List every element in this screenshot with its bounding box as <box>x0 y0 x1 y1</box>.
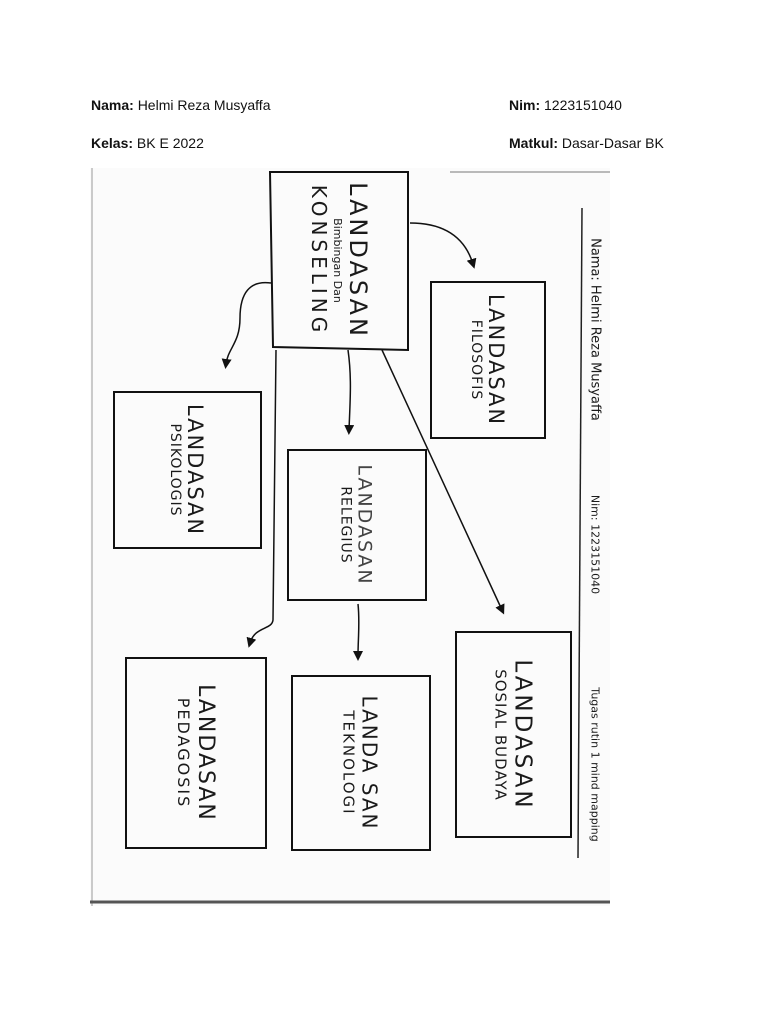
course-name: Matkul: Dasar-Dasar BK <box>509 134 664 152</box>
nim-label: Nim: <box>509 97 541 113</box>
religius-line1: LANDASAN <box>354 464 376 586</box>
center-node: LANDASAN Bimbingan Dan KONSELING <box>270 172 408 348</box>
node-religius: LANDASAN RELEGIUS <box>288 450 426 600</box>
margin-line <box>577 207 583 859</box>
pedagosis-box <box>125 657 267 849</box>
psikologis-box <box>113 391 262 549</box>
mind-map-drawing <box>90 168 610 906</box>
arrow-to-teknologi <box>353 603 364 661</box>
pedagosis-line1: LANDASAN <box>192 684 218 822</box>
psikologis-line1: LANDASAN <box>183 403 208 537</box>
filosofis-line1: LANDASAN <box>484 293 508 427</box>
pedagosis-line2: PEDAGOSIS <box>173 697 193 809</box>
margin-name: Nama: Helmi Reza Musyaffa <box>587 238 603 421</box>
arrow-to-sosial-budaya <box>381 349 505 615</box>
mind-map-scan: LANDASAN Bimbingan Dan KONSELING LANDASA… <box>90 168 610 906</box>
center-subtitle: Bimbingan Dan <box>330 217 344 303</box>
arrow-to-psikologis <box>221 281 272 369</box>
node-psikologis: LANDASAN PSIKOLOGIS <box>114 392 261 548</box>
sosial-line2: SOSIAL BUDAYA <box>491 668 510 801</box>
class-label: Kelas: <box>91 135 134 151</box>
node-teknologi: LANDA SAN TEKNOLOGI <box>292 676 430 850</box>
center-title-2: KONSELING <box>306 184 331 336</box>
node-pedagosis: LANDASAN PEDAGOSIS <box>126 658 266 848</box>
religius-line2: RELEGIUS <box>338 486 354 564</box>
student-class: Kelas: BK E 2022 <box>91 134 204 152</box>
name-value: Helmi Reza Musyaffa <box>137 97 271 113</box>
node-sosial-budaya: LANDASAN SOSIAL BUDAYA <box>456 632 571 837</box>
margin-task: Tugas rutin 1 mind mapping <box>588 687 602 842</box>
teknologi-line2: TEKNOLOGI <box>339 710 358 816</box>
course-value: Dasar-Dasar BK <box>561 135 664 151</box>
name-label: Nama: <box>91 97 134 113</box>
student-nim: Nim: 1223151040 <box>509 96 622 114</box>
filosofis-box <box>430 281 546 439</box>
psikologis-line2: PSIKOLOGIS <box>167 423 184 517</box>
course-label: Matkul: <box>509 135 558 151</box>
filosofis-line2: FILOSOFIS <box>468 319 484 401</box>
arrow-to-filosofis <box>409 222 477 269</box>
teknologi-line1: LANDA SAN <box>357 695 382 831</box>
religius-box <box>287 449 427 601</box>
nim-value: 1223151040 <box>544 97 622 113</box>
center-box <box>268 171 409 352</box>
center-title: LANDASAN <box>343 181 372 339</box>
sosial-line1: LANDASAN <box>509 658 536 811</box>
student-name: Nama: Helmi Reza Musyaffa <box>91 96 270 114</box>
teknologi-box <box>291 675 431 851</box>
node-filosofis: LANDASAN FILOSOFIS <box>431 282 545 438</box>
class-value: BK E 2022 <box>136 135 204 151</box>
arrow-to-religius <box>344 349 355 435</box>
margin-nim: Nim: 1223151040 <box>588 494 602 595</box>
arrow-to-pedagosis <box>246 349 277 648</box>
sosial-budaya-box <box>455 631 572 838</box>
